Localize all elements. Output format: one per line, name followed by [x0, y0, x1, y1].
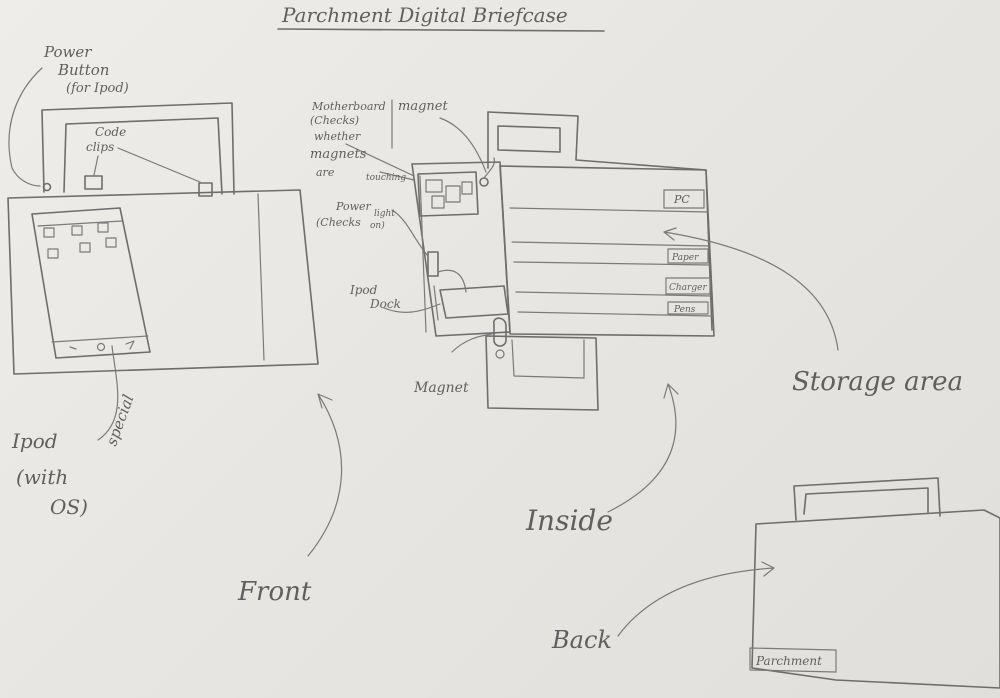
front-view: Power Button (for Ipod) Code clips Ipod …	[7, 43, 343, 607]
ipod-dock-label: Ipod Dock	[349, 283, 401, 311]
inside-label: Inside	[525, 504, 613, 537]
back-handle-inner	[803, 487, 929, 515]
magnet-top-arrow	[439, 117, 487, 173]
storage-divider-2	[511, 241, 711, 247]
code-clip-arrow-right	[117, 147, 201, 183]
ipod-arrow	[97, 345, 119, 441]
motherboard-label: Motherboard (Checks) whether magnets are…	[310, 100, 406, 183]
ipod-label: Ipod (with OS)	[11, 429, 88, 519]
ipod-device	[31, 207, 151, 359]
inside-left-compartment	[411, 161, 511, 337]
slot-tab-pc	[663, 189, 705, 209]
magnet-bottom-label: Magnet	[413, 380, 469, 396]
inside-bottom-flap-inner	[511, 339, 585, 379]
front-body-fold	[257, 193, 265, 361]
inside-lid-handle	[497, 125, 561, 153]
power-light-arrow	[391, 209, 429, 257]
power-light	[427, 251, 439, 277]
magnet-bottom-arrow	[451, 333, 493, 353]
slot-label-paper: Paper	[671, 253, 699, 263]
storage-area-arrow	[663, 227, 839, 351]
inside-bottom-flap	[485, 335, 599, 411]
ipod-dock-arrow	[383, 303, 441, 313]
slot-tab-charger	[665, 277, 711, 295]
inside-view: PC Paper Charger Pens	[310, 99, 963, 537]
back-brand-plate	[749, 647, 837, 673]
power-button-label: Power Button (for Ipod)	[43, 43, 129, 96]
motherboard-chip-4	[461, 181, 473, 195]
magnet-top-wire	[483, 157, 496, 179]
front-label: Front	[237, 577, 312, 607]
slot-tab-paper	[667, 248, 709, 264]
page-title: Parchment Digital Briefcase	[281, 3, 568, 27]
motherboard-arrow	[345, 143, 415, 177]
storage-divider-5	[517, 311, 713, 317]
ipod-top-bar	[37, 220, 123, 227]
power-light-label: Power (Checks light on)	[316, 200, 398, 231]
slot-label-charger: Charger	[669, 283, 707, 293]
back-handle-outer	[793, 477, 941, 521]
power-button-icon	[42, 182, 52, 192]
back-label: Back	[551, 626, 612, 654]
title-underline	[277, 28, 605, 32]
inside-lid-outer	[487, 111, 713, 331]
back-body	[751, 509, 1000, 689]
code-clip-arrow-left	[93, 155, 99, 176]
slot-tab-pens	[667, 301, 709, 315]
special-label: special	[102, 392, 137, 448]
magnet-bottom-dot	[495, 349, 505, 359]
app-icon-2	[71, 225, 83, 236]
ipod-dock-edge	[433, 285, 439, 321]
back-arrow	[617, 561, 775, 637]
magnet-top-icon	[479, 177, 489, 187]
front-handle-outer	[41, 102, 235, 195]
code-clip-right	[198, 182, 213, 197]
app-icon-6	[105, 237, 117, 248]
app-icon-5	[79, 242, 91, 253]
magnets-arrow	[379, 171, 415, 181]
ipod-back-icon	[125, 340, 135, 350]
inside-left-inner-wall	[419, 175, 427, 333]
front-arrow	[307, 393, 343, 557]
back-view: Parchment Back	[551, 477, 1000, 689]
code-clips-label: Code clips	[86, 125, 130, 154]
inside-arrow	[607, 383, 679, 513]
app-icon-3	[97, 222, 109, 233]
power-button-arrow	[8, 67, 43, 187]
storage-body	[499, 165, 715, 337]
slot-label-pc: PC	[673, 193, 690, 206]
storage-divider-1	[509, 207, 709, 213]
ipod-home-icon	[96, 342, 106, 352]
ipod-menu-icon	[69, 346, 77, 350]
motherboard	[417, 171, 479, 217]
motherboard-chip-2	[445, 185, 461, 203]
front-body	[7, 189, 319, 375]
app-icon-4	[47, 248, 59, 259]
magnet-bottom-icon	[493, 317, 507, 347]
motherboard-chip-1	[425, 179, 443, 193]
storage-divider-3	[513, 261, 711, 266]
ipod-bottom-bar	[51, 335, 149, 343]
storage-divider-4	[515, 291, 713, 297]
code-clip-left	[84, 175, 103, 190]
magnet-top-label: magnet	[398, 99, 448, 114]
storage-area-label: Storage area	[792, 367, 963, 397]
slot-label-pens: Pens	[673, 305, 696, 315]
front-handle-inner	[63, 117, 223, 195]
motherboard-chip-3	[431, 195, 445, 209]
app-icon-1	[43, 227, 55, 238]
brand-label: Parchment	[755, 654, 822, 668]
ipod-dock	[439, 285, 509, 319]
